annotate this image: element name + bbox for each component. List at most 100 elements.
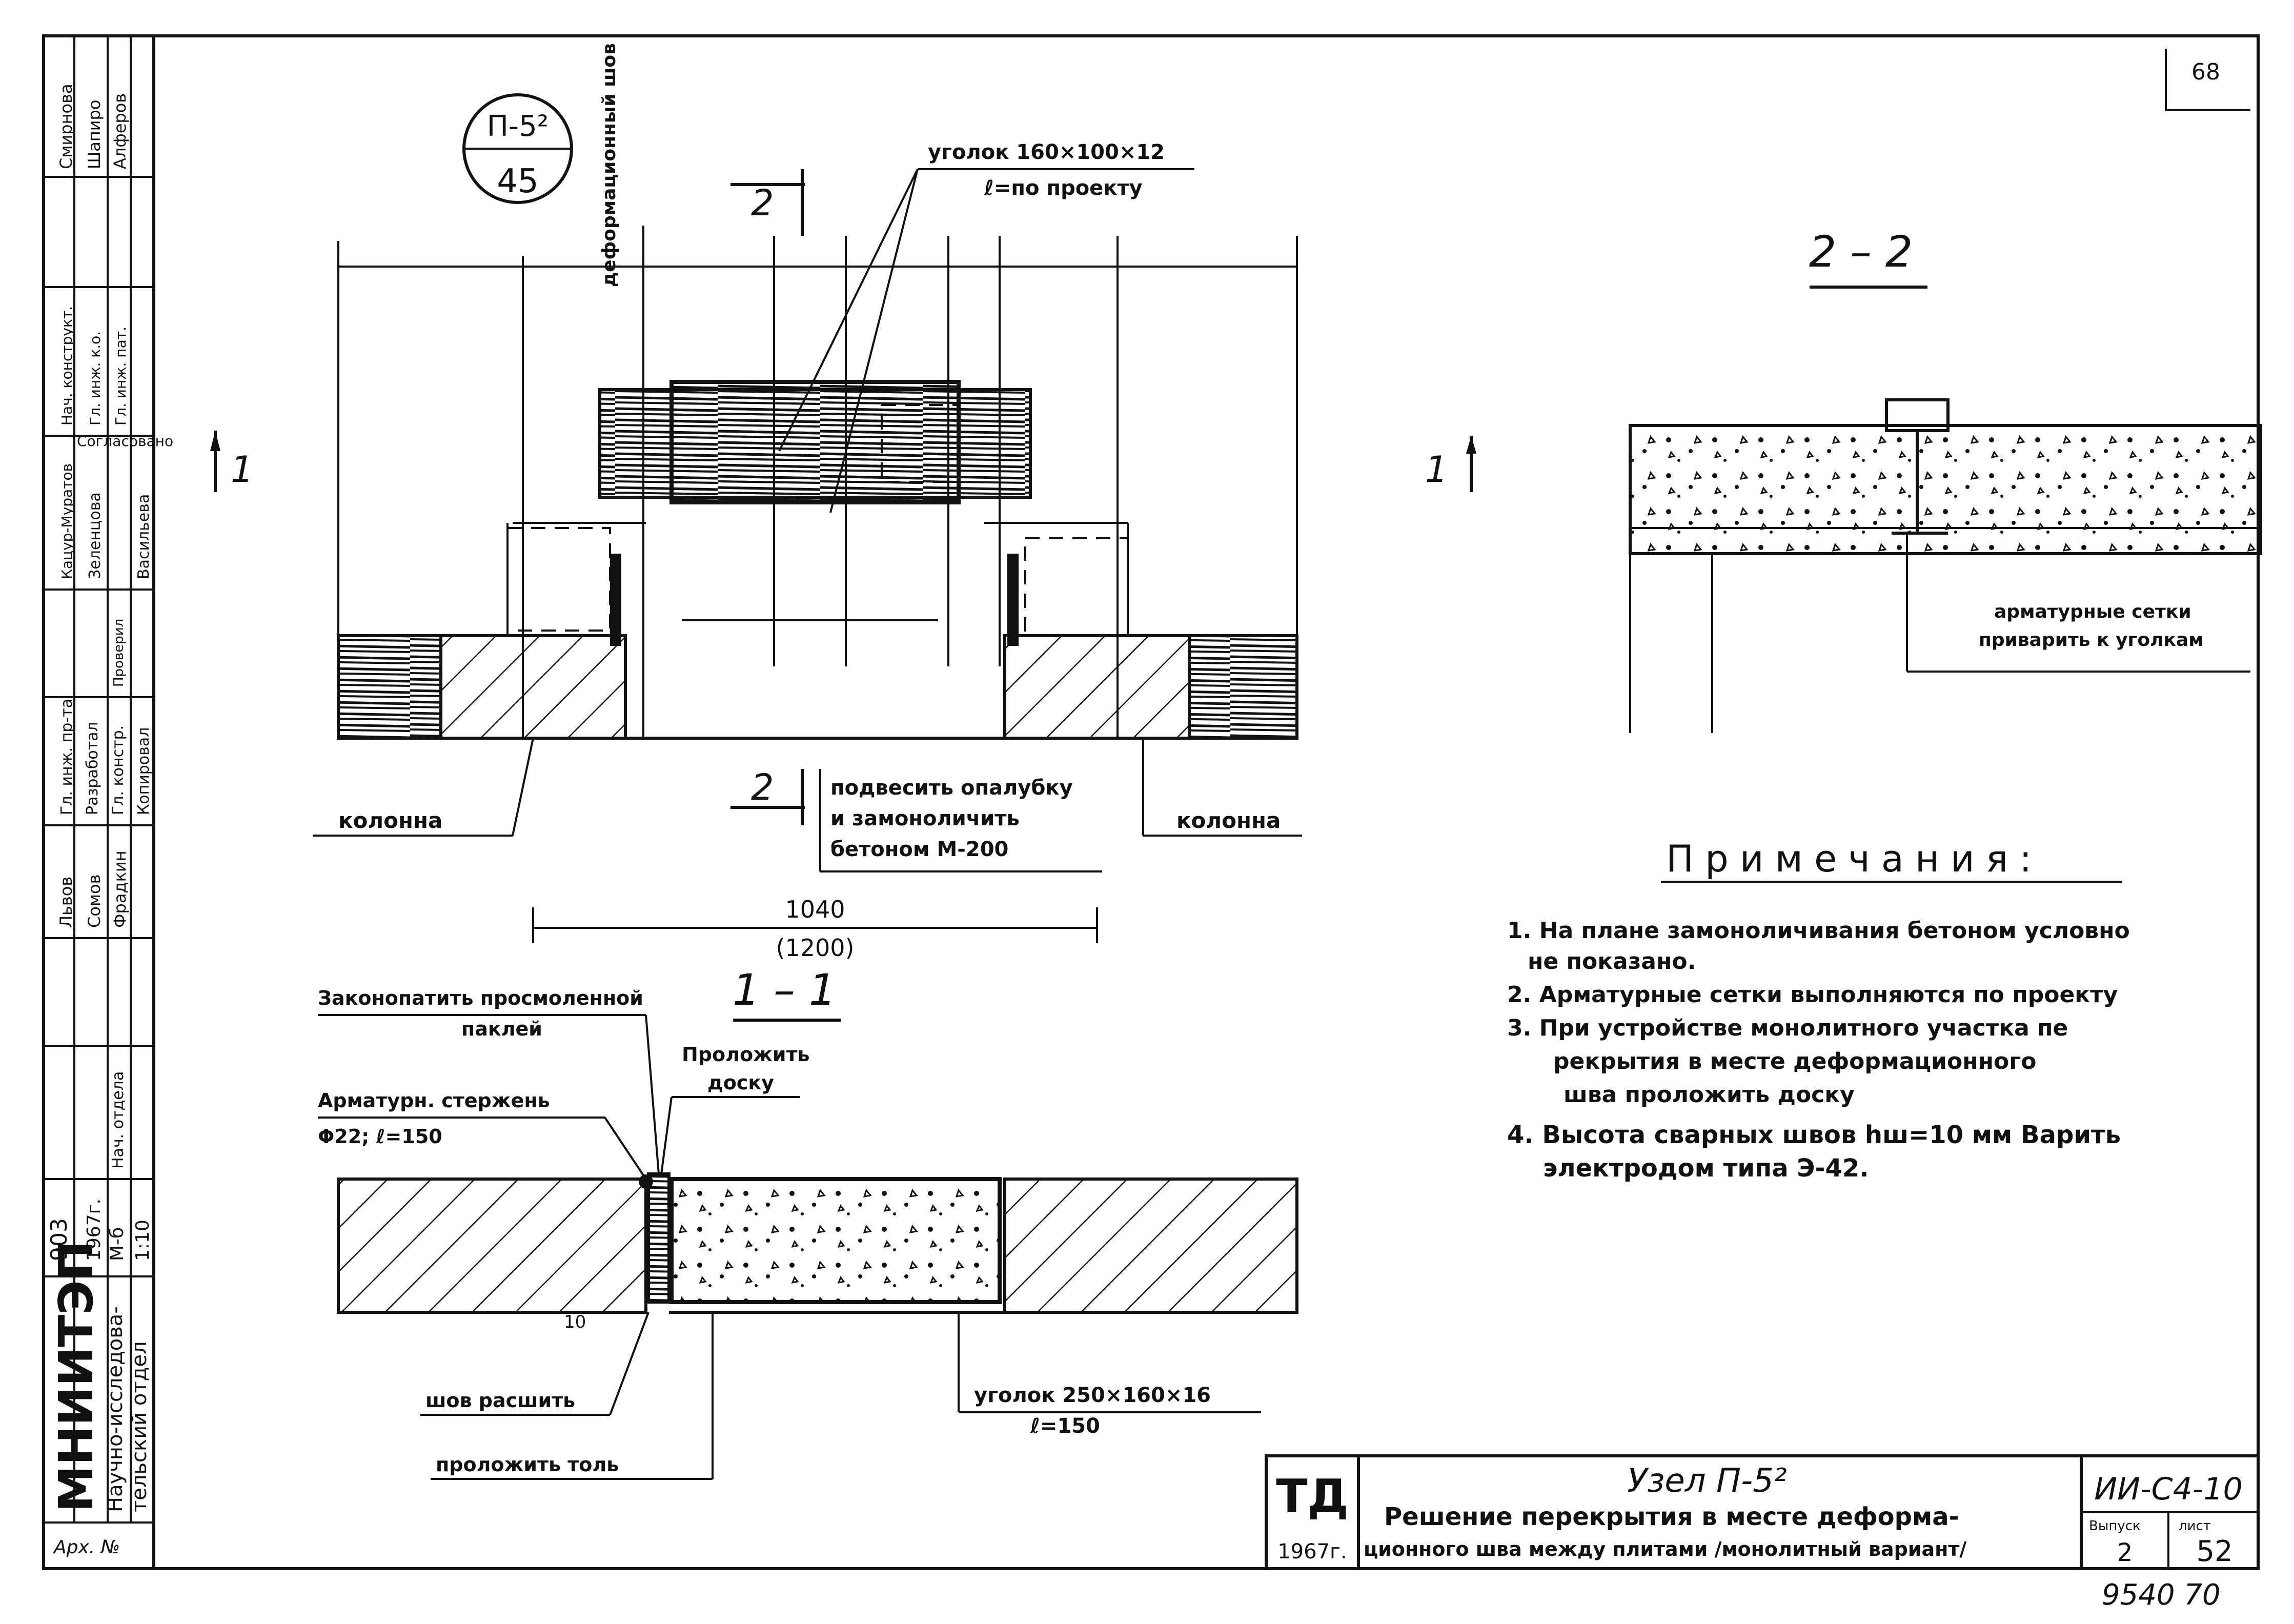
side-role-6: Согласовано — [77, 433, 173, 450]
side-role-3: Разработал — [84, 722, 101, 815]
notes-heading: Примечания: — [1666, 837, 2043, 880]
side-name-1: Шапиро — [85, 100, 104, 169]
note-line-2: 2. Арматурные сетки выполняются по проек… — [1507, 982, 2118, 1008]
section-mark-2-bottom-label: 2 — [751, 766, 774, 808]
td-year: 1967г. — [1277, 1540, 1347, 1564]
bottom-stamp: 9540 70 — [2102, 1578, 2221, 1612]
side-name-3: Зеленцова — [86, 492, 104, 579]
section-mark-1-right: 1 — [1425, 436, 1476, 492]
issue-number: 2 — [2117, 1538, 2133, 1567]
side-dept-1: Научно-исследова- — [104, 1306, 127, 1512]
caulk-label-2: паклей — [461, 1018, 542, 1040]
note-line-0: 1. На плане замоноличивания бетоном усло… — [1507, 918, 2130, 944]
section-mark-1-left: 1 — [210, 431, 254, 492]
slab-2-2 — [1629, 424, 2262, 555]
angle2-label-1: уголок 250×160×16 — [974, 1384, 1211, 1407]
side-name-8: Фрадкин — [110, 850, 130, 928]
sheet-number: 52 — [2196, 1535, 2232, 1568]
page-number: 68 — [2191, 59, 2220, 85]
side-role-5: Копировал — [135, 727, 153, 815]
side-title-block: МНИИТЭП Научно-исследова- тельский отдел… — [44, 36, 173, 1558]
slab-left — [337, 1178, 647, 1314]
mesh-label-1: арматурные сетки — [1994, 601, 2191, 622]
section-mark-1-right-label: 1 — [1425, 449, 1448, 491]
angle-weld-box — [881, 404, 960, 483]
column-right-label: колонна — [1176, 808, 1281, 833]
sheet-border — [42, 34, 2260, 1570]
angle-leader — [829, 169, 919, 513]
board-label-1: Проложить — [682, 1043, 810, 1066]
monolith-infill — [669, 1177, 1002, 1304]
page-number-box: 68 — [2165, 49, 2250, 111]
angle2-label-2: ℓ=150 — [1030, 1414, 1100, 1438]
formwork-note-3: бетоном М-200 — [830, 838, 1008, 861]
side-role-4: Проверил — [111, 619, 127, 687]
note-line-1: не показано. — [1528, 948, 1696, 975]
section-1-1-title: 1 – 1 — [733, 965, 836, 1015]
section-mark-2-top-label: 2 — [751, 182, 774, 224]
side-name-0: Смирнова — [56, 84, 76, 169]
side-role-0: Нач. отдела — [109, 1071, 127, 1169]
desc-line-2: ционного шва между плитами /монолитный в… — [1364, 1538, 1966, 1560]
side-org: МНИИТЭП — [49, 1241, 104, 1512]
section-2-2-title: 2 – 2 — [1809, 227, 1913, 277]
section-1-1: 1 – 1 Законопатить просмоленной паклей П… — [318, 965, 1298, 1480]
section-mark-1-left-label: 1 — [231, 449, 254, 491]
mesh-label-2: приварить к уголкам — [1979, 630, 2204, 651]
section-mark-2-bottom: 2 — [730, 766, 805, 825]
side-name-2: Алферов — [110, 93, 130, 169]
deformation-joint-label: деформационный шов — [599, 43, 620, 287]
tol-label: проложить толь — [436, 1453, 619, 1476]
column-left-label: колонна — [338, 808, 442, 833]
section-mark-2-top: 2 — [730, 169, 805, 236]
rebar-label-2: Φ22; ℓ=150 — [318, 1125, 442, 1148]
side-dept-2: тельский отдел — [128, 1341, 151, 1512]
side-role-9: Гл. инж. пат. — [112, 327, 129, 425]
angle-label-2: ℓ=по проекту — [984, 176, 1143, 200]
side-role-7: Нач. конструкт. — [58, 306, 75, 425]
side-role-8: Гл. инж. к.о. — [87, 331, 104, 425]
note-line-7: электродом типа Э-42. — [1543, 1154, 1869, 1183]
dim-alt: (1200) — [776, 934, 855, 962]
plan-view: П-5² 45 деформационный шов — [210, 43, 1302, 962]
side-scale: 1:10 — [132, 1220, 153, 1261]
side-scale-label: М-б — [107, 1227, 128, 1261]
note-line-5: шва проложить доску — [1564, 1082, 1855, 1108]
side-name-4: Кацур-Муратов — [58, 463, 75, 579]
formwork-note-2: и замоноличить — [830, 807, 1020, 830]
issue-label: Выпуск — [2089, 1518, 2141, 1534]
title-block: ТД 1967г. Узел П-5² Решение перекрытия в… — [1265, 1454, 2260, 1570]
side-name-5: Васильева — [135, 494, 153, 579]
dim-10: 10 — [564, 1312, 586, 1332]
sheet-label: лист — [2179, 1518, 2211, 1534]
dim-main: 1040 — [785, 896, 845, 923]
side-series-year: 1967г. — [84, 1199, 105, 1261]
formwork-note-1: подвесить опалубку — [830, 776, 1073, 800]
node-title: Узел П-5² — [1627, 1462, 1787, 1500]
right-column — [984, 522, 1298, 740]
note-line-3: 3. При устройстве монолитного участка пе — [1507, 1015, 2068, 1041]
rebar-label-1: Арматурн. стержень — [318, 1089, 550, 1112]
side-series: 903 — [46, 1218, 72, 1261]
side-name-6: Львов — [56, 877, 76, 928]
notes-block: Примечания: 1. На плане замоноличивания … — [1507, 837, 2130, 1183]
rebar-dot — [639, 1174, 653, 1189]
note-line-6: 4. Высота сварных швов hш=10 мм Варить — [1507, 1121, 2121, 1149]
node-badge-sheet: 45 — [497, 163, 538, 200]
bottom-angle — [666, 1179, 1001, 1304]
angle-core — [669, 380, 961, 504]
side-role-2: Гл. инж. пр-та — [58, 699, 76, 815]
joint-board — [647, 1172, 671, 1304]
slab-right — [1003, 1178, 1298, 1314]
caulk-label-1: Законопатить просмоленной — [318, 987, 643, 1009]
section-2-2: 2 – 2 1 арматурные сетки приварить к уго… — [1425, 227, 2262, 733]
joint-seal-label: шов расшить — [425, 1389, 575, 1412]
node-badge-code: П-5² — [487, 110, 549, 143]
side-role-1: Гл. констр. — [109, 725, 127, 815]
side-arch: Арх. № — [53, 1537, 120, 1558]
angle-label-1: уголок 160×100×12 — [928, 140, 1165, 164]
doc-code: ИИ-С4-10 — [2094, 1471, 2242, 1507]
board-label-2: доску — [707, 1071, 774, 1094]
td-mark: ТД — [1276, 1470, 1349, 1524]
